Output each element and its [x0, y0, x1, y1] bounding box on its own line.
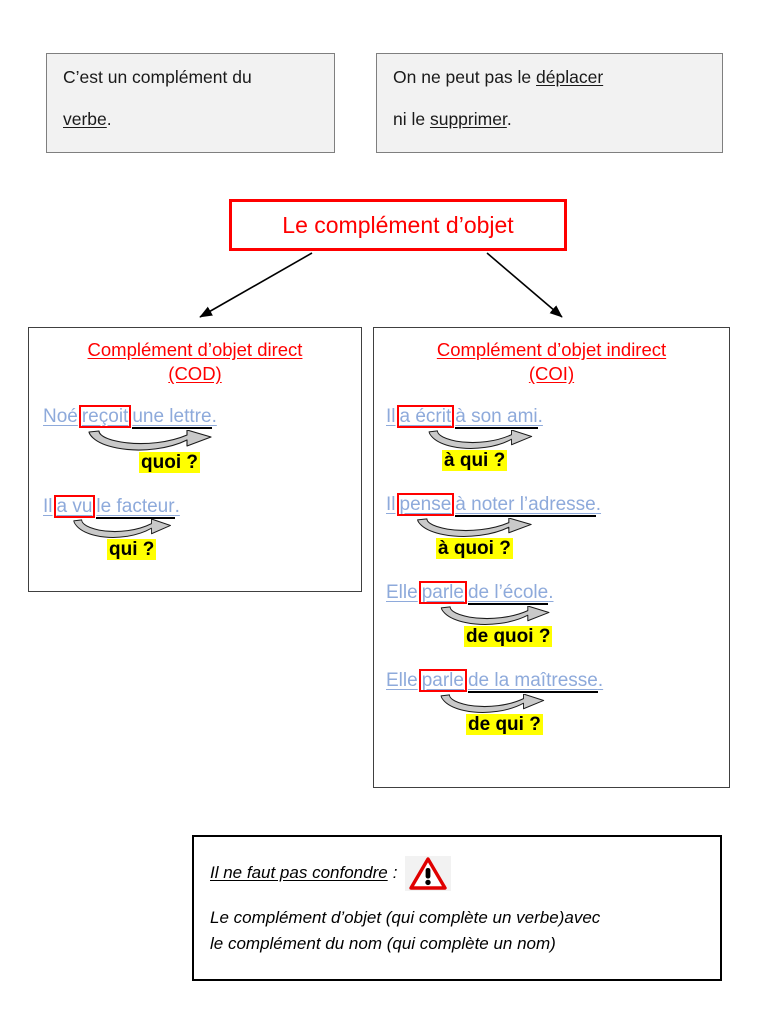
- sentence-tail: .: [595, 493, 602, 515]
- sentence-subject: Elle: [386, 581, 418, 603]
- page-title: Le complément d’objet: [282, 211, 514, 238]
- sentence-complement: à noter l’adresse: [455, 493, 596, 517]
- sentence-verb: parle: [418, 580, 467, 604]
- question-label: à qui ?: [442, 449, 508, 472]
- sentence-tail: .: [548, 581, 554, 603]
- cod-title: Complément d’objet direct (COD): [29, 338, 361, 387]
- underlined-term-verbe: verbe: [63, 109, 107, 130]
- sentence: Noé reçoit une lettre.: [43, 404, 217, 429]
- cod-title-line-1: Complément d’objet direct: [87, 339, 303, 360]
- sentence-subject: Elle: [386, 669, 418, 691]
- fact-line-2: verbe.: [63, 109, 112, 130]
- example-coi-1: Il a écrit à son ami. à qui ?: [374, 404, 729, 472]
- curved-arrow: [436, 605, 564, 630]
- sentence-complement: une lettre: [132, 405, 212, 429]
- fact-line-1: C’est un complément du: [63, 67, 252, 87]
- warning-body-line-2: le complément du nom (qui complète un no…: [210, 934, 556, 954]
- sentence-subject: Il: [386, 493, 396, 515]
- sentence-subject: Noé: [43, 405, 78, 427]
- warning-lead-text: Il ne faut pas confondre: [210, 863, 388, 882]
- sentence-tail: .: [597, 669, 604, 691]
- category-box-cod: Complément d’objet direct (COD) Noé reço…: [28, 327, 362, 592]
- sentence-complement: de l’école: [467, 581, 549, 605]
- sentence-verb: parle: [418, 668, 467, 692]
- sentence-verb: pense: [396, 492, 455, 516]
- example-coi-3: Elle parle de l’école. de quoi ?: [374, 580, 729, 648]
- warning-colon: :: [392, 863, 398, 882]
- curved-arrow: [83, 429, 228, 456]
- page-title-box: Le complément d’objet: [229, 199, 567, 251]
- fact-box-verbe: C’est un complément du verbe.: [46, 53, 335, 153]
- sentence-tail: .: [537, 405, 543, 427]
- curved-arrow: [436, 693, 558, 718]
- sentence-complement: à son ami: [455, 405, 538, 429]
- sentence-subject: Il: [43, 495, 53, 517]
- sentence-complement: le facteur: [96, 495, 175, 519]
- sentence-tail: .: [174, 495, 180, 517]
- example-cod-1: Noé reçoit une lettre. quoi ?: [29, 404, 361, 474]
- warning-heading: Il ne faut pas confondre :: [210, 853, 704, 893]
- question-label: quoi ?: [139, 451, 200, 474]
- question-label: à quoi ?: [436, 537, 513, 560]
- sentence: Il a écrit à son ami.: [386, 404, 543, 429]
- arrow-to-cod: [199, 252, 313, 318]
- sentence-tail: .: [211, 405, 217, 427]
- sentence: Elle parle de l’école.: [386, 580, 554, 605]
- fact-line-2: ni le supprimer.: [393, 109, 512, 130]
- category-box-coi: Complément d’objet indirect (COI) Il a é…: [373, 327, 730, 788]
- fact-line-1: On ne peut pas le déplacer: [393, 67, 604, 87]
- warning-box: Il ne faut pas confondre : Le complément…: [192, 835, 722, 981]
- sentence: Elle parle de la maîtresse.: [386, 668, 604, 693]
- sentence-verb: a écrit: [396, 404, 455, 428]
- curved-arrow: [412, 517, 547, 542]
- warning-triangle-icon: [405, 855, 452, 891]
- cod-title-line-2: (COD): [168, 363, 222, 385]
- question-label: de qui ?: [466, 713, 543, 736]
- sentence-complement: de la maîtresse: [467, 669, 598, 693]
- sentence-subject: Il: [386, 405, 396, 427]
- arrow-to-coi: [486, 252, 563, 318]
- warning-body-line-1: Le complément d’objet (qui complète un v…: [210, 908, 601, 927]
- coi-title-line-1: Complément d’objet indirect: [436, 339, 667, 360]
- coi-title: Complément d’objet indirect (COI): [374, 338, 729, 387]
- underlined-term-deplacer: déplacer: [536, 67, 604, 87]
- warning-body: Le complément d’objet (qui complète un v…: [210, 905, 704, 958]
- underlined-term-supprimer: supprimer: [429, 109, 507, 130]
- example-coi-4: Elle parle de la maîtresse. de qui ?: [374, 668, 729, 736]
- coi-title-line-2: (COI): [528, 363, 575, 385]
- question-label: de quoi ?: [464, 625, 553, 648]
- question-label: qui ?: [107, 538, 157, 561]
- curved-arrow: [424, 429, 546, 454]
- sentence-verb: a vu: [53, 494, 96, 518]
- fact-box-deplacer-supprimer: On ne peut pas le déplacer ni le supprim…: [376, 53, 723, 153]
- sentence-verb: reçoit: [78, 404, 132, 428]
- curved-arrow: [69, 518, 184, 543]
